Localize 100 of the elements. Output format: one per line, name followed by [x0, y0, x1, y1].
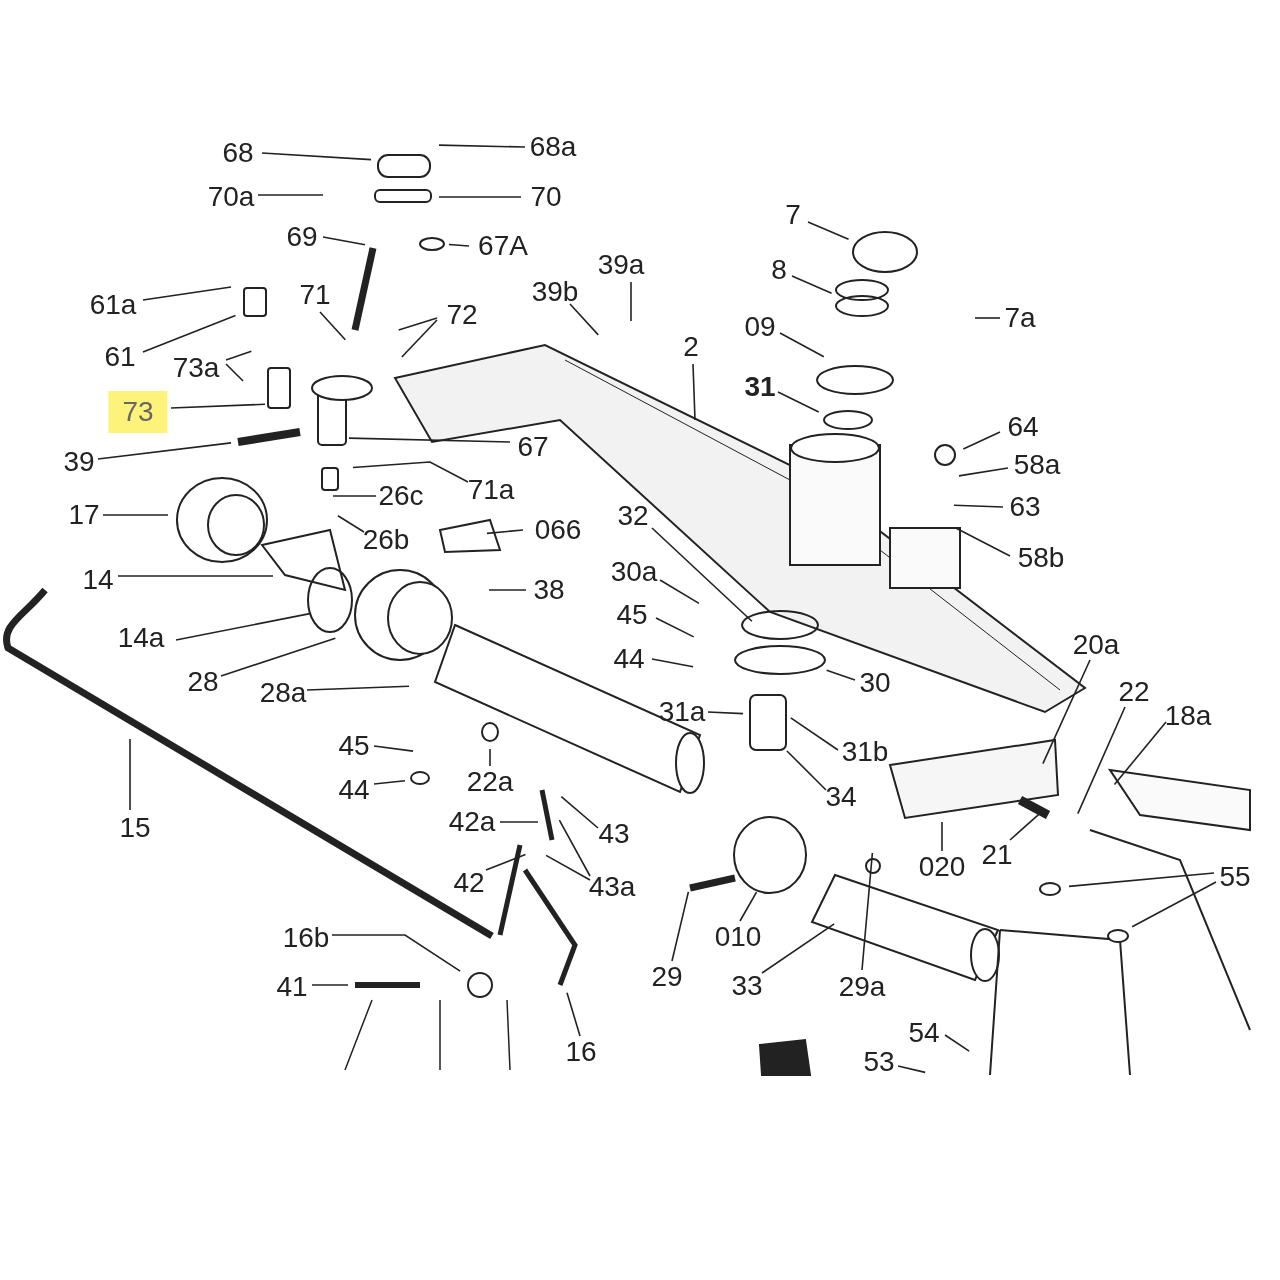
leader-line	[790, 717, 839, 751]
leader-line	[142, 314, 237, 353]
callout-number: 58b	[1016, 543, 1066, 573]
leader-line	[448, 243, 470, 247]
callout-number: 8	[770, 255, 788, 285]
leader-line	[962, 431, 1001, 450]
leader-line	[438, 196, 522, 198]
leader-line	[373, 779, 406, 785]
callout-number: 16b	[281, 923, 331, 953]
leader-line	[220, 637, 337, 677]
leader-line	[692, 363, 696, 421]
leader-line	[352, 461, 469, 483]
leader-line	[560, 795, 599, 829]
callout-number: 70a	[206, 182, 256, 212]
leader-line	[170, 403, 266, 409]
leader-line	[655, 617, 695, 638]
leader-line	[651, 527, 753, 622]
leader-line	[1009, 811, 1042, 841]
leader-line	[348, 437, 511, 443]
leader-line	[397, 317, 438, 331]
leader-line	[569, 303, 600, 336]
leader-line	[825, 669, 856, 681]
leader-line	[332, 495, 377, 497]
leader-line	[630, 281, 632, 322]
leader-line	[401, 319, 438, 358]
callout-number: 30	[858, 668, 892, 698]
leader-line	[129, 738, 131, 811]
leader-line	[1131, 881, 1217, 928]
callout-number: 20a	[1071, 630, 1121, 660]
callout-number: 68	[221, 138, 255, 168]
leader-line	[707, 711, 744, 715]
callout-number: 61	[103, 342, 137, 372]
callout-number: 28a	[258, 678, 308, 708]
leader-line	[807, 221, 850, 241]
leader-line	[671, 891, 690, 962]
callout-number: 44	[337, 775, 371, 805]
callout-number: 39b	[530, 277, 580, 307]
leader-line	[786, 750, 827, 791]
callout-number: 67A	[477, 231, 529, 261]
callout-number: 29	[650, 962, 684, 992]
callout-number: 26b	[361, 525, 411, 555]
leader-line	[545, 854, 591, 881]
callout-number: 33	[730, 971, 764, 1001]
callout-number: 066	[533, 515, 583, 545]
leader-line	[311, 984, 349, 986]
leader-line	[337, 514, 365, 533]
callout-number: 31b	[840, 737, 890, 767]
callout-number: 32	[616, 501, 650, 531]
leader-line	[306, 685, 410, 691]
callout-number: 73a	[171, 353, 221, 383]
callout-number: 14	[81, 565, 115, 595]
callout-number: 55	[1218, 862, 1252, 892]
callout-number: 70	[529, 182, 563, 212]
callout-number: 34	[824, 782, 858, 812]
leader-line	[566, 991, 581, 1037]
leader-line	[955, 527, 1011, 557]
callout-number: 14a	[116, 623, 166, 653]
callout-number: 63	[1008, 492, 1042, 522]
leader-line	[261, 152, 372, 161]
callout-number: 28	[186, 667, 220, 697]
callout-number: 45	[615, 600, 649, 630]
callout-number: 26c	[377, 481, 425, 511]
callout-number: 7a	[1003, 303, 1037, 333]
leader-line	[486, 529, 524, 535]
callout-number: 72	[445, 300, 479, 330]
leader-line	[331, 934, 461, 972]
callout-number: 2	[682, 332, 700, 362]
leader-line	[319, 311, 347, 341]
leader-line	[861, 852, 874, 971]
callout-number: 53	[862, 1047, 896, 1077]
leader-line	[777, 391, 820, 413]
callout-number: 41	[275, 972, 309, 1002]
callout-number: 45	[337, 731, 371, 761]
leader-line	[761, 923, 835, 974]
leader-line	[1113, 721, 1167, 786]
leader-line	[974, 317, 1001, 319]
callout-number: 020	[917, 852, 967, 882]
callout-number: 58a	[1012, 450, 1062, 480]
callout-number: 31	[743, 372, 777, 402]
callout-number: 54	[907, 1018, 941, 1048]
leader-line	[944, 1034, 970, 1052]
callout-number: 30a	[609, 557, 659, 587]
leader-line	[958, 467, 1009, 477]
callout-number: 17	[67, 500, 101, 530]
leader-line	[651, 658, 694, 668]
leader-line	[1042, 659, 1091, 765]
callout-number: 67	[516, 432, 550, 462]
leader-line	[438, 144, 526, 148]
callout-number: 09	[743, 312, 777, 342]
leader-line	[117, 575, 274, 577]
leader-line	[322, 236, 366, 246]
leader-line	[779, 332, 825, 358]
callout-number: 7	[784, 200, 802, 230]
callout-number: 010	[713, 922, 763, 952]
leader-line	[257, 194, 324, 196]
callout-number: 69	[285, 222, 319, 252]
leader-line	[941, 821, 943, 852]
leader-line	[97, 442, 232, 460]
callout-number: 18a	[1163, 701, 1213, 731]
callout-number: 38	[532, 575, 566, 605]
